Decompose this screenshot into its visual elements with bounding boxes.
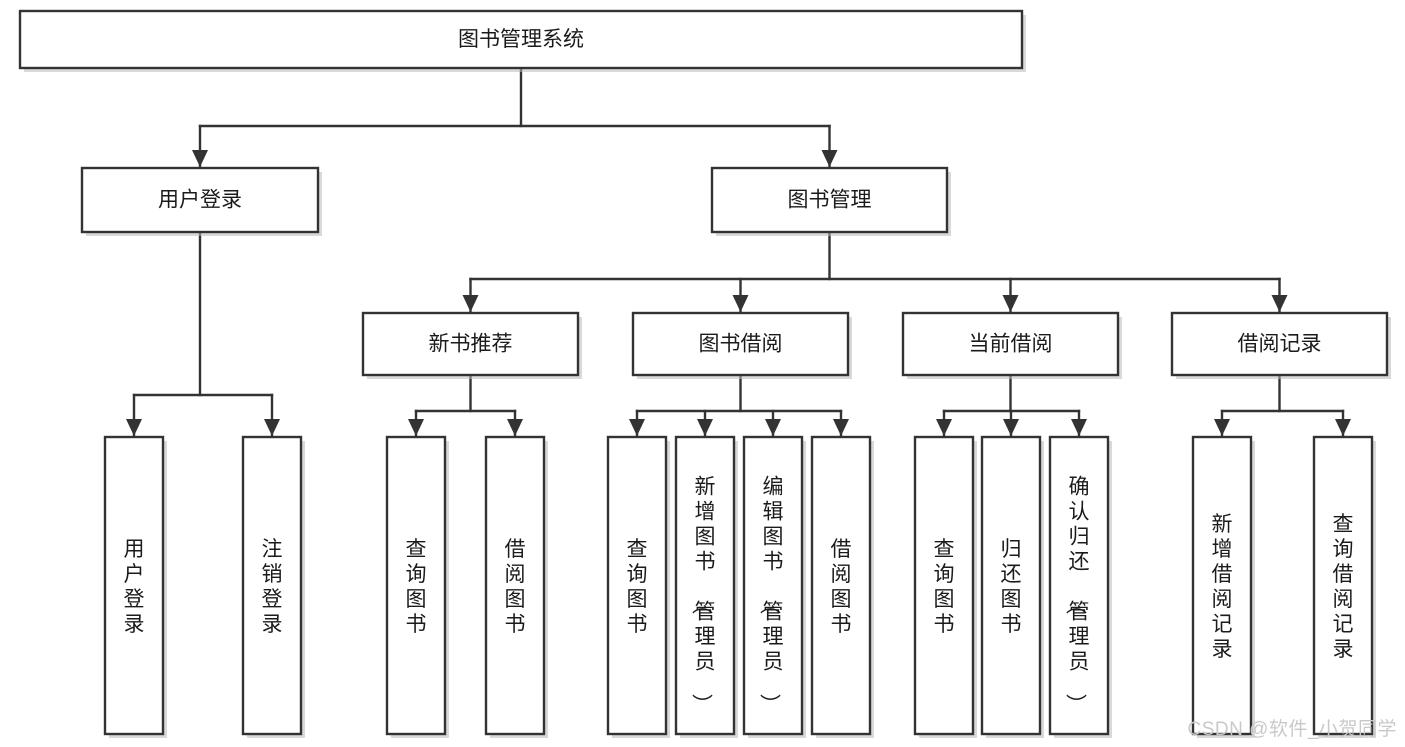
- node-label: 用户登录: [124, 538, 145, 636]
- node-leaf-add-record[interactable]: 新增借阅记录: [1191, 435, 1255, 738]
- arrow-head-icon: [192, 150, 208, 167]
- node-box[interactable]: [901, 311, 1120, 377]
- node-box[interactable]: [1048, 435, 1110, 736]
- arrow-head-icon: [1071, 419, 1087, 436]
- node-label: 新增借阅记录: [1212, 513, 1233, 661]
- arrow-head-icon: [1271, 295, 1288, 312]
- node-label: 查询图书: [627, 538, 648, 636]
- arrow-head-icon: [833, 419, 849, 436]
- node-box[interactable]: [980, 435, 1042, 736]
- node-layer: 图书管理系统用户登录图书管理新书推荐图书借阅当前借阅借阅记录用户登录注销登录查询…: [18, 9, 1391, 738]
- arrow-head-icon: [1002, 295, 1019, 312]
- node-box[interactable]: [742, 435, 804, 736]
- node-leaf-borrow-book-2[interactable]: 借阅图书: [810, 435, 874, 738]
- csdn-watermark: CSDN @软件_小贺同学: [1187, 719, 1397, 740]
- arrow-head-icon: [629, 419, 645, 436]
- arrow-head-icon: [732, 295, 749, 312]
- node-label: 借阅图书: [831, 538, 852, 636]
- node-label: 借阅记录: [1238, 333, 1322, 356]
- arrow-head-icon: [765, 419, 781, 436]
- node-root[interactable]: 图书管理系统: [18, 9, 1026, 72]
- node-leaf-edit-book[interactable]: 编辑图书（管理员）: [742, 435, 806, 738]
- node-label: 用户登录: [158, 189, 242, 212]
- node-label: 新增图书（管理员）: [690, 476, 716, 715]
- node-box[interactable]: [913, 435, 975, 736]
- node-leaf-query-book-1[interactable]: 查询图书: [385, 435, 449, 738]
- node-box[interactable]: [241, 435, 303, 736]
- node-box[interactable]: [810, 435, 872, 736]
- node-label: 编辑图书（管理员）: [758, 476, 784, 715]
- arrow-head-icon: [408, 419, 424, 436]
- node-box[interactable]: [606, 435, 668, 736]
- node-current-borrow[interactable]: 当前借阅: [901, 311, 1122, 379]
- node-box[interactable]: [361, 311, 580, 377]
- node-box[interactable]: [18, 9, 1024, 70]
- node-borrow-record[interactable]: 借阅记录: [1170, 311, 1391, 379]
- node-box[interactable]: [631, 311, 850, 377]
- node-box[interactable]: [674, 435, 736, 736]
- arrow-head-icon: [1003, 419, 1019, 436]
- node-user-login[interactable]: 用户登录: [80, 166, 322, 236]
- node-box[interactable]: [103, 435, 165, 736]
- node-box[interactable]: [385, 435, 447, 736]
- node-label: 查询借阅记录: [1333, 513, 1354, 661]
- arrow-head-icon: [462, 295, 479, 312]
- node-box[interactable]: [1312, 435, 1374, 736]
- node-leaf-query-book-3[interactable]: 查询图书: [913, 435, 977, 738]
- node-leaf-query-record[interactable]: 查询借阅记录: [1312, 435, 1376, 738]
- node-book-manage[interactable]: 图书管理: [710, 166, 951, 236]
- node-box[interactable]: [80, 166, 320, 234]
- arrow-head-icon: [936, 419, 952, 436]
- arrow-head-icon: [507, 419, 523, 436]
- node-leaf-borrow-book-1[interactable]: 借阅图书: [484, 435, 548, 738]
- arrow-head-icon: [1335, 419, 1351, 436]
- node-label: 借阅图书: [505, 538, 526, 636]
- node-box[interactable]: [1191, 435, 1253, 736]
- node-label: 注销登录: [262, 538, 283, 636]
- node-box[interactable]: [484, 435, 546, 736]
- node-label: 图书管理系统: [458, 28, 584, 51]
- node-book-borrow[interactable]: 图书借阅: [631, 311, 852, 379]
- arrow-head-icon: [264, 419, 280, 436]
- node-label: 查询图书: [934, 538, 955, 636]
- node-label: 当前借阅: [969, 333, 1053, 356]
- node-box[interactable]: [710, 166, 949, 234]
- node-label: 图书借阅: [699, 333, 783, 356]
- node-label: 图书管理: [788, 189, 872, 212]
- node-leaf-add-book[interactable]: 新增图书（管理员）: [674, 435, 738, 738]
- node-leaf-logout[interactable]: 注销登录: [241, 435, 305, 738]
- node-leaf-confirm-return[interactable]: 确认归还（管理员）: [1048, 435, 1112, 738]
- connector-layer: [126, 66, 1351, 437]
- node-label: 新书推荐: [429, 333, 513, 356]
- node-label: 查询图书: [406, 538, 427, 636]
- node-label: 归还图书: [1001, 538, 1022, 636]
- node-leaf-return-book[interactable]: 归还图书: [980, 435, 1044, 738]
- arrow-head-icon: [697, 419, 713, 436]
- node-box[interactable]: [1170, 311, 1389, 377]
- arrow-head-icon: [126, 419, 142, 436]
- node-new-book-rec[interactable]: 新书推荐: [361, 311, 582, 379]
- arrow-head-icon: [821, 150, 838, 167]
- node-leaf-user-login[interactable]: 用户登录: [103, 435, 167, 738]
- node-label: 确认归还（管理员）: [1064, 476, 1090, 715]
- node-leaf-query-book-2[interactable]: 查询图书: [606, 435, 670, 738]
- arrow-head-icon: [1214, 419, 1230, 436]
